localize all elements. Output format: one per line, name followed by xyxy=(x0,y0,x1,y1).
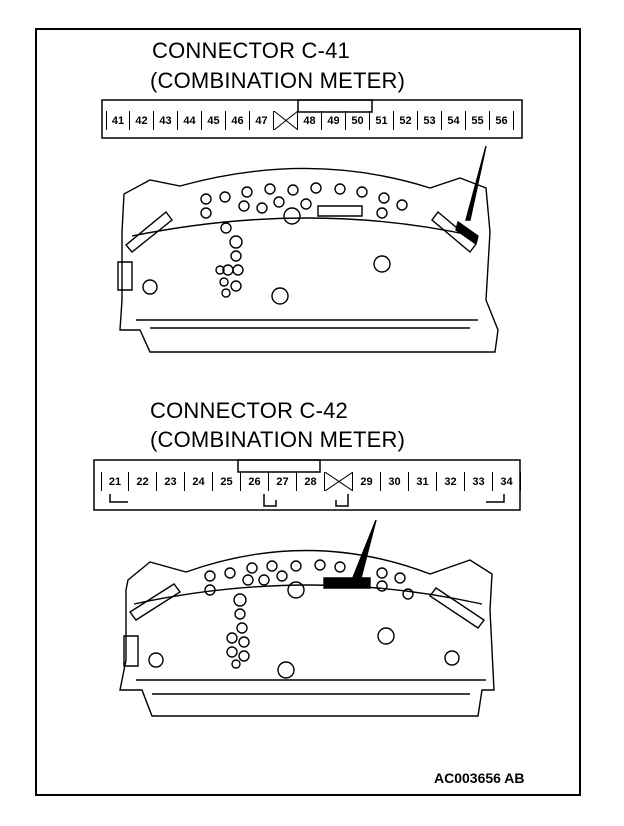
pin-28: 28 xyxy=(297,472,325,491)
c41-connector-key xyxy=(297,99,373,113)
pin-30: 30 xyxy=(381,472,409,491)
pin-32: 32 xyxy=(437,472,465,491)
pin-47: 47 xyxy=(250,111,274,130)
connector-c42-title: CONNECTOR C-42 xyxy=(150,398,348,423)
c42-connector-key xyxy=(237,459,321,473)
pin-54: 54 xyxy=(442,111,466,130)
c42-indicator-lamps xyxy=(148,559,460,679)
pin-34: 34 xyxy=(493,472,521,491)
c42-latch-right xyxy=(335,494,349,507)
pin-44: 44 xyxy=(178,111,202,130)
pin-52: 52 xyxy=(394,111,418,130)
figure-code: AC003656 AB xyxy=(434,770,525,786)
pin-24: 24 xyxy=(185,472,213,491)
pin-56: 56 xyxy=(490,111,514,130)
pin-26: 26 xyxy=(241,472,269,491)
pin-53: 53 xyxy=(418,111,442,130)
pin-51: 51 xyxy=(370,111,394,130)
pin-41: 41 xyxy=(106,111,130,130)
combination-meter-c41 xyxy=(117,145,499,353)
pin-25: 25 xyxy=(213,472,241,491)
pin-43: 43 xyxy=(154,111,178,130)
combination-meter-c42 xyxy=(119,519,495,717)
connector-c41-title: CONNECTOR C-41 xyxy=(152,38,350,63)
connector-c41-subtitle: (COMBINATION METER) xyxy=(150,68,406,93)
pin-29: 29 xyxy=(353,472,381,491)
pin-22: 22 xyxy=(129,472,157,491)
figure-frame xyxy=(35,28,581,796)
c42-latch-left xyxy=(263,494,277,507)
c42-connector-pointer xyxy=(351,519,377,583)
pin-55: 55 xyxy=(466,111,490,130)
pin-23: 23 xyxy=(157,472,185,491)
pin-48: 48 xyxy=(298,111,322,130)
pin-21: 21 xyxy=(101,472,129,491)
pin-33: 33 xyxy=(465,472,493,491)
pin-49: 49 xyxy=(322,111,346,130)
blank-pin-cavity xyxy=(274,111,298,130)
connector-c42-subtitle: (COMBINATION METER) xyxy=(150,427,406,452)
c41-connector-pointer xyxy=(465,145,487,221)
blank-pin-cavity xyxy=(325,472,353,491)
c41-indicator-lamps xyxy=(142,182,408,305)
pin-42: 42 xyxy=(130,111,154,130)
pin-31: 31 xyxy=(409,472,437,491)
pin-50: 50 xyxy=(346,111,370,130)
pin-45: 45 xyxy=(202,111,226,130)
pin-46: 46 xyxy=(226,111,250,130)
pin-27: 27 xyxy=(269,472,297,491)
